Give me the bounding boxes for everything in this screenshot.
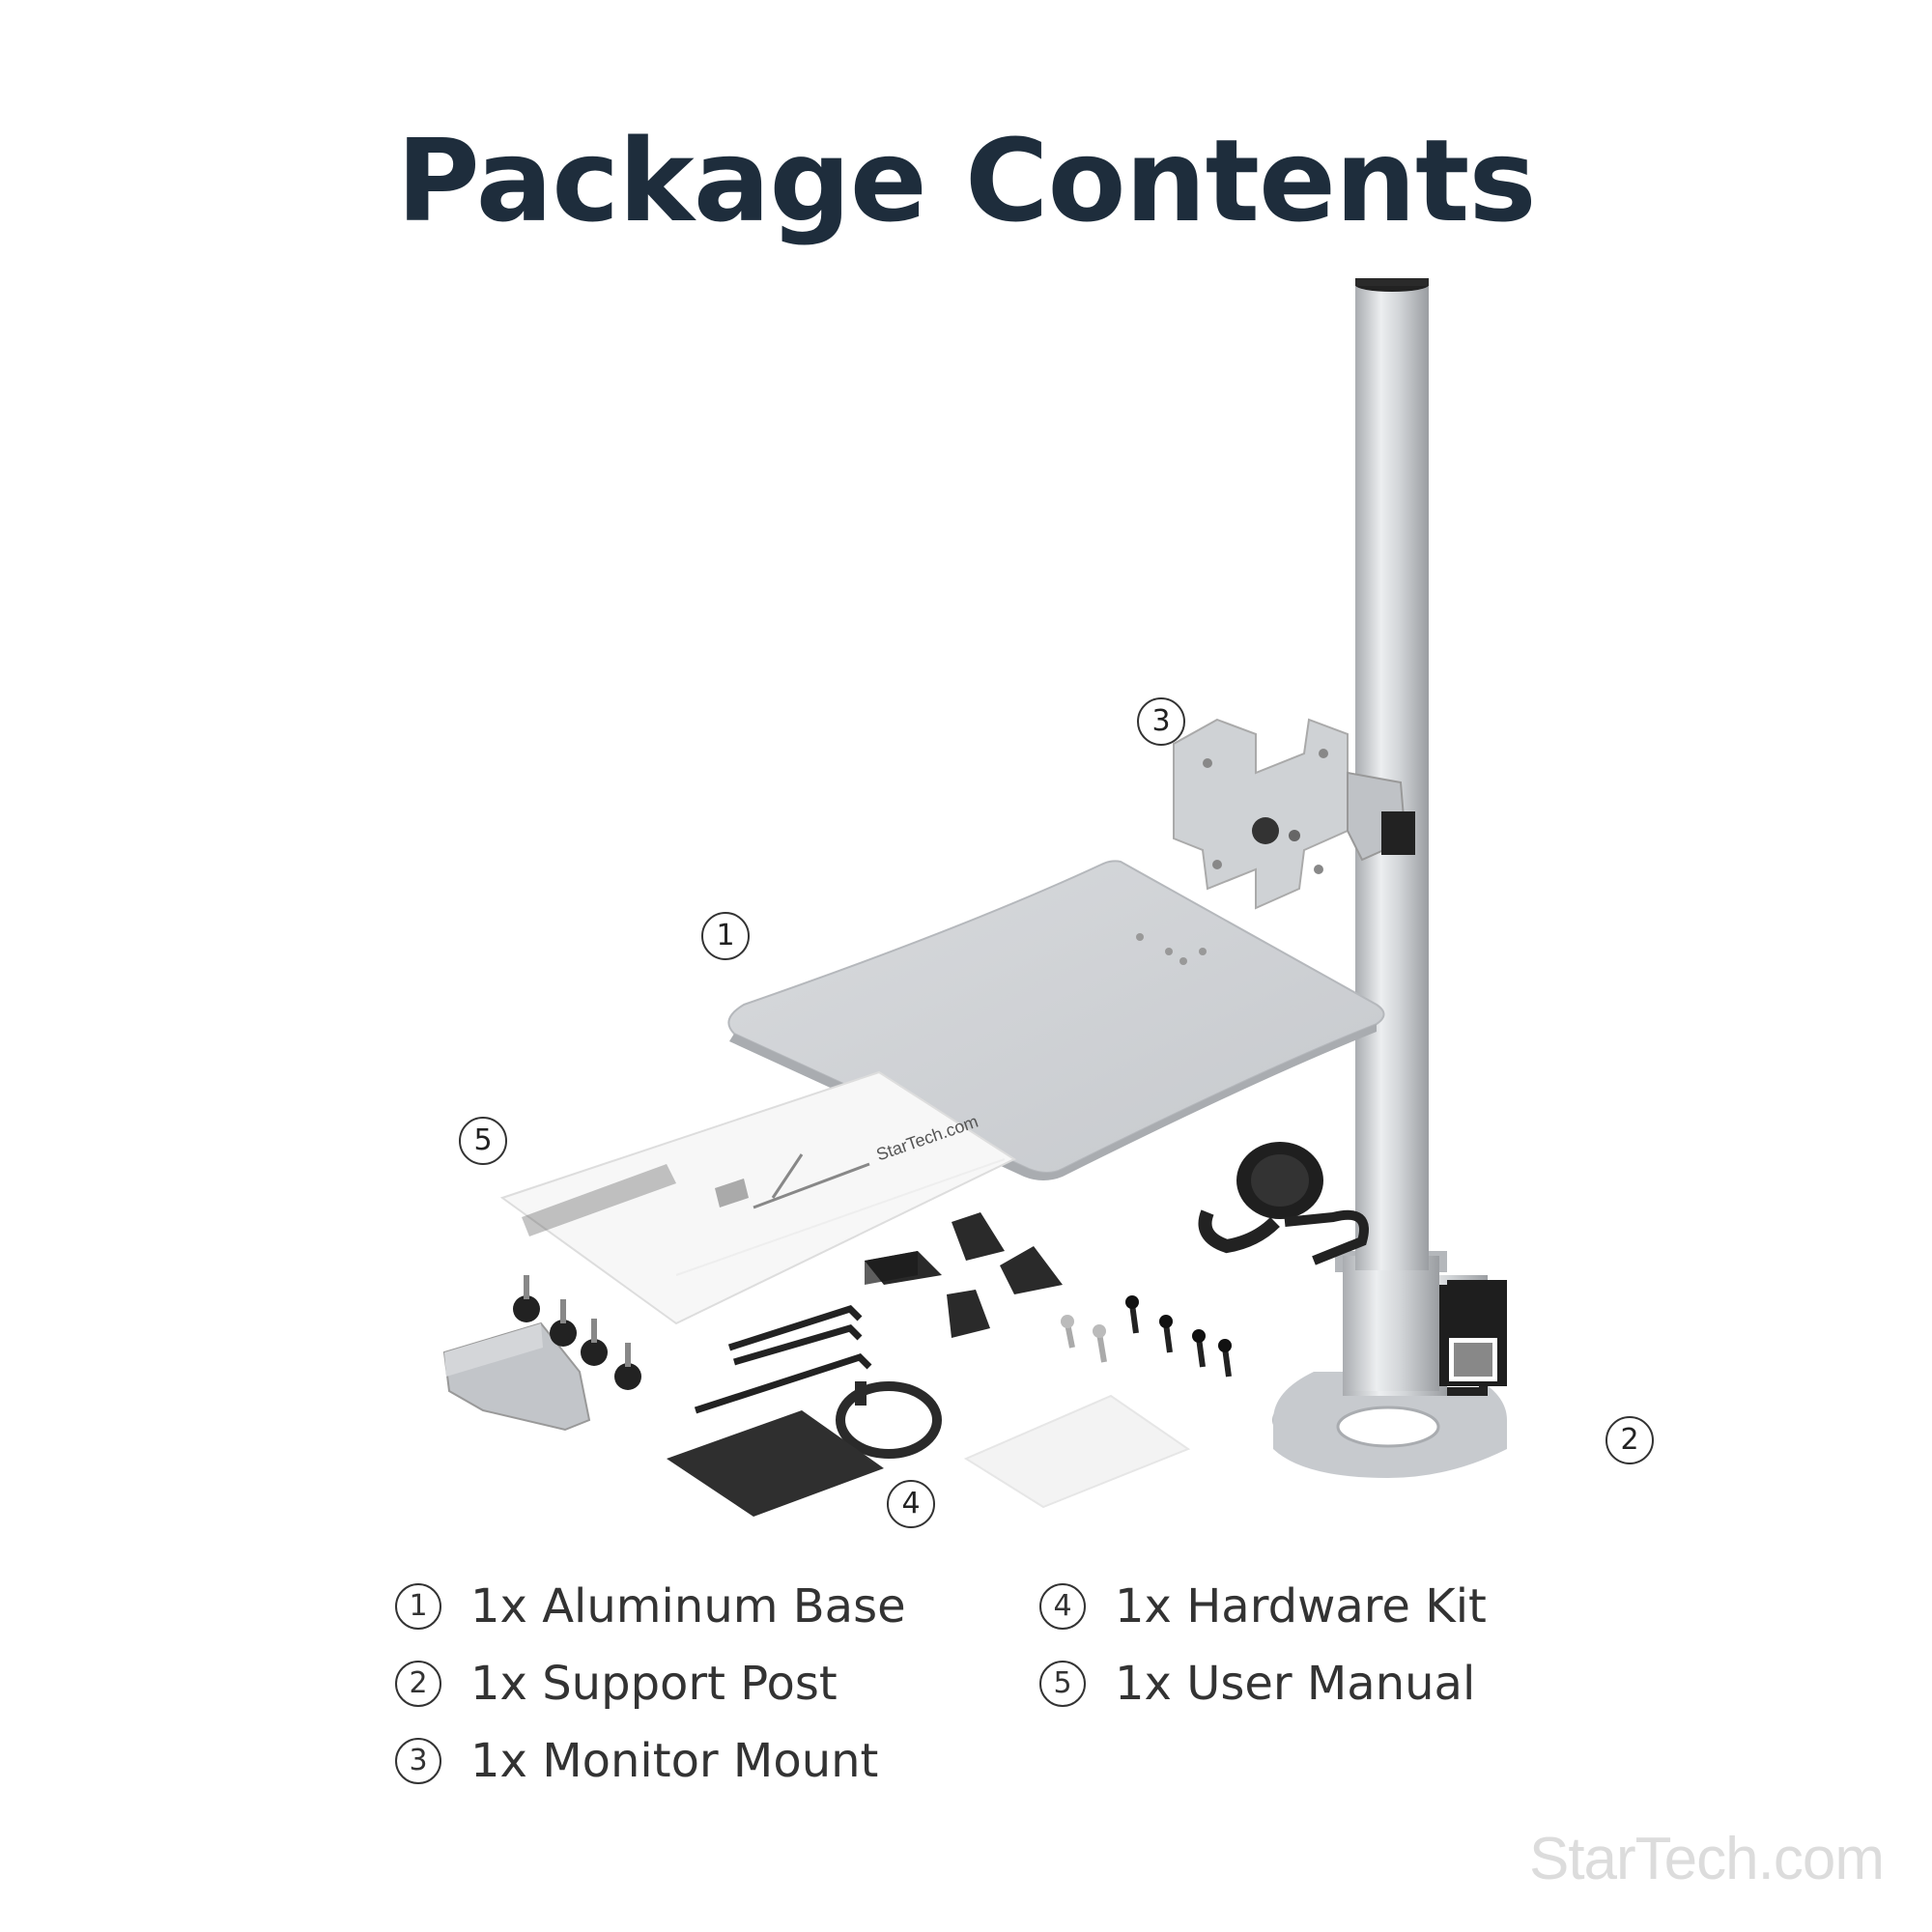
callout-4: 4 bbox=[887, 1480, 935, 1528]
user-manual bbox=[499, 1070, 1017, 1325]
item-number: 1 bbox=[395, 1583, 441, 1630]
support-post bbox=[1272, 278, 1507, 1478]
callout-3: 3 bbox=[1137, 697, 1185, 746]
screws bbox=[1061, 1295, 1232, 1378]
monitor-mount bbox=[1173, 718, 1415, 910]
thumbscrew bbox=[513, 1275, 641, 1390]
hardware-kit bbox=[442, 1212, 1232, 1517]
item-number: 3 bbox=[395, 1738, 441, 1784]
list-item: 4 1x Hardware Kit bbox=[1039, 1579, 1487, 1634]
item-text: 1x Hardware Kit bbox=[1115, 1579, 1487, 1634]
item-number: 5 bbox=[1039, 1661, 1086, 1707]
item-number: 4 bbox=[1039, 1583, 1086, 1630]
item-text: 1x User Manual bbox=[1115, 1657, 1476, 1711]
callout-5: 5 bbox=[459, 1117, 507, 1165]
item-text: 1x Support Post bbox=[470, 1657, 838, 1711]
clear-pad bbox=[963, 1394, 1191, 1509]
item-text: 1x Monitor Mount bbox=[470, 1734, 879, 1788]
startech-watermark: StarTech.com bbox=[1528, 1826, 1885, 1892]
item-number: 2 bbox=[395, 1661, 441, 1707]
list-item: 2 1x Support Post bbox=[395, 1657, 838, 1711]
list-item: 1 1x Aluminum Base bbox=[395, 1579, 906, 1634]
callout-1: 1 bbox=[701, 912, 750, 960]
rubber-pad bbox=[667, 1410, 884, 1517]
rubber-caps bbox=[865, 1212, 1063, 1338]
callout-2: 2 bbox=[1605, 1416, 1654, 1464]
list-item: 3 1x Monitor Mount bbox=[395, 1734, 878, 1788]
cable-clip bbox=[1198, 1142, 1369, 1265]
item-text: 1x Aluminum Base bbox=[470, 1579, 906, 1634]
cable-ring bbox=[836, 1381, 942, 1459]
page-title: Package Contents bbox=[396, 114, 1536, 247]
list-item: 5 1x User Manual bbox=[1039, 1657, 1475, 1711]
allen-keys bbox=[694, 1305, 872, 1414]
